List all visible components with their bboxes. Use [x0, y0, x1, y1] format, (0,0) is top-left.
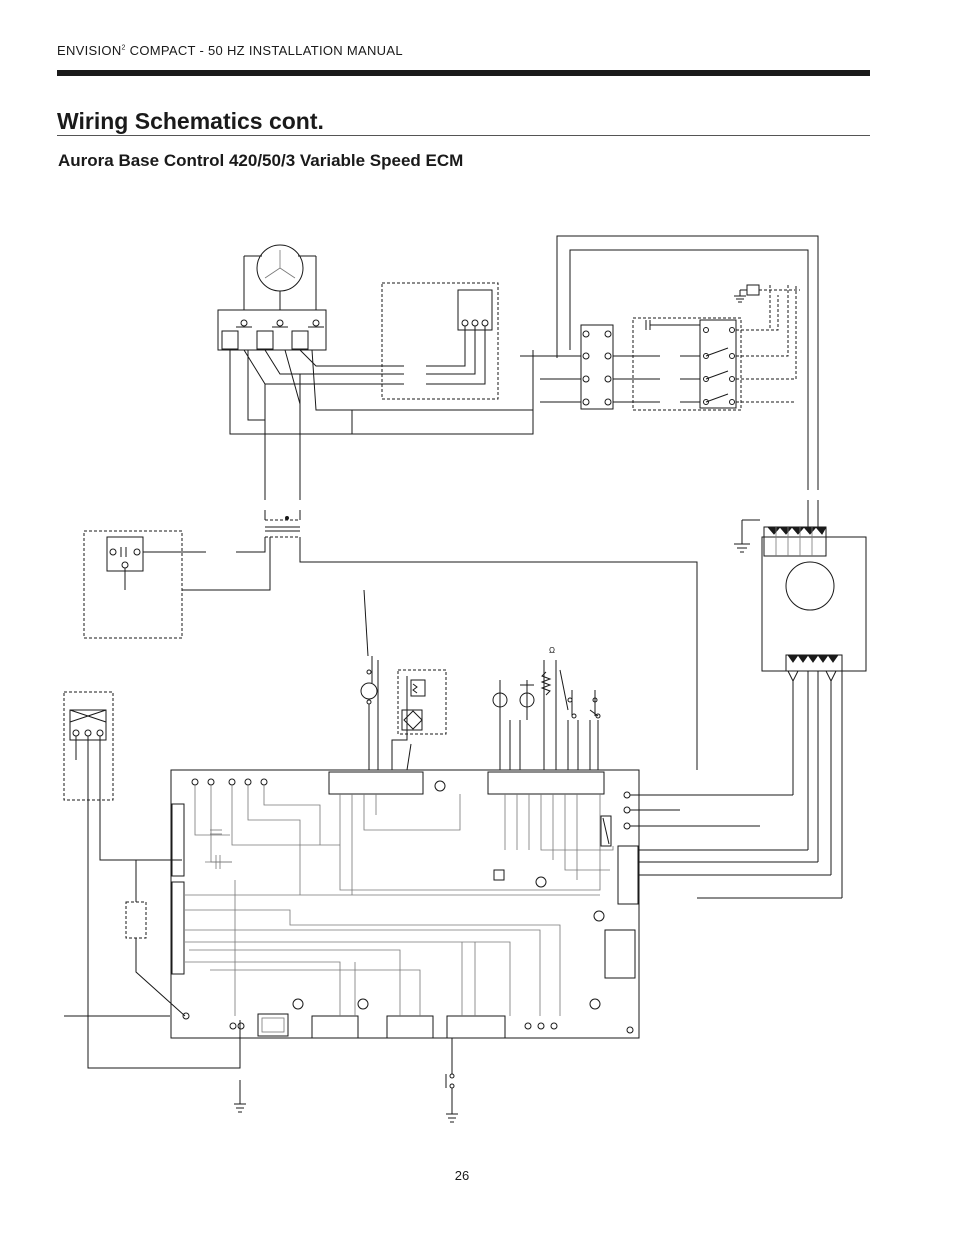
contactor-line-wiring: [229, 349, 534, 500]
ohm-symbol: Ω: [549, 646, 555, 655]
board-to-ecm-wiring: [630, 671, 843, 899]
title-rule: [57, 135, 870, 136]
thermostat-terminal-box: [63, 691, 241, 1069]
aurora-control-board: [170, 769, 640, 1039]
fuse-element: [64, 860, 186, 1017]
header-rule: [57, 70, 870, 76]
blower-power-block: [520, 235, 819, 490]
page-number: 26: [454, 1168, 470, 1183]
ecm-blower-motor: [734, 500, 867, 875]
manual-title: COMPACT - 50 HZ INSTALLATION MANUAL: [129, 43, 403, 58]
compressor-contactor: [217, 309, 327, 351]
ground-symbol-bottom-left: [234, 1080, 246, 1113]
push-button-switch: [445, 1038, 458, 1123]
left-relay-box: [83, 530, 206, 639]
relay-dashed-box: [632, 285, 797, 411]
transformer: [182, 510, 698, 770]
wiring-schematic: Ω: [63, 235, 867, 1123]
compressor-motor: [243, 244, 317, 310]
brand-superscript: 2: [121, 44, 126, 52]
sensor-dashed-box: [391, 669, 447, 771]
running-header: ENVISION2 COMPACT - 50 HZ INSTALLATION M…: [57, 43, 403, 58]
thermistor-group: [492, 660, 601, 770]
reversing-valve-group: [360, 589, 379, 770]
brand-name: ENVISION: [57, 43, 122, 58]
field-connection-box: [381, 282, 499, 400]
section-title: Aurora Base Control 420/50/3 Variable Sp…: [58, 151, 464, 170]
ground-symbol-upper-right: [734, 284, 800, 303]
page-title: Wiring Schematics cont.: [57, 108, 324, 134]
